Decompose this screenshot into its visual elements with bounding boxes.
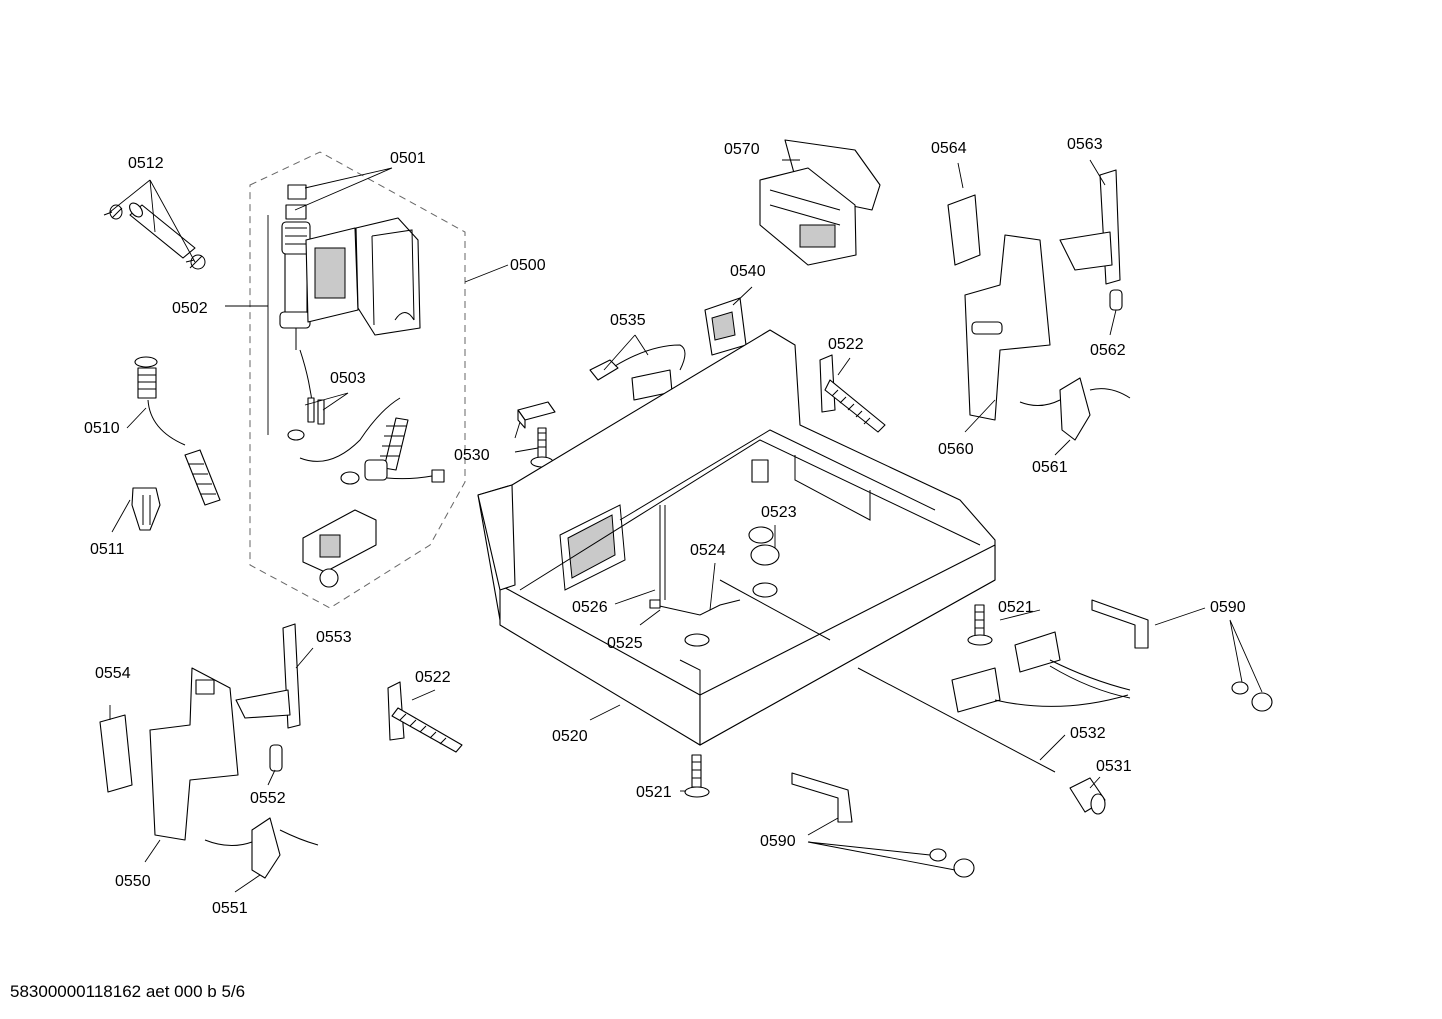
part-assembly-bracket (302, 509, 377, 588)
label-0503: 0503 (330, 370, 366, 387)
label-0561: 0561 (1032, 459, 1068, 476)
part-0550-bracket (149, 667, 239, 841)
part-0590-rail-bottom (791, 772, 853, 823)
label-0501: 0501 (390, 150, 426, 167)
part-0532-rod (857, 667, 1056, 773)
label-0523: 0523 (761, 504, 797, 521)
part-0540-module (704, 297, 747, 356)
part-0561-hinge (1019, 377, 1131, 441)
label-0532: 0532 (1070, 725, 1106, 742)
label-0553: 0553 (316, 629, 352, 646)
part-0512-hose-with-clamps (103, 202, 206, 270)
part-0570-control-module (759, 139, 881, 266)
part-0553-bracket (235, 623, 301, 729)
assembly-0500-outline (249, 151, 466, 609)
part-0521-screw-right (967, 604, 993, 646)
label-0525: 0525 (607, 635, 643, 652)
label-0562: 0562 (1090, 342, 1126, 359)
label-0520: 0520 (552, 728, 588, 745)
part-wiring-harness (951, 631, 1131, 713)
part-0500-valve-cover (355, 217, 421, 336)
part-drain-hose (299, 397, 445, 485)
part-0520-base-tub (477, 329, 996, 746)
label-0560: 0560 (938, 441, 974, 458)
label-0564: 0564 (931, 140, 967, 157)
part-0563-bracket (1059, 169, 1121, 285)
label-0551: 0551 (212, 900, 248, 917)
part-0590-rail-right (1091, 599, 1149, 649)
part-screw-0530 (530, 427, 554, 468)
part-0552-clip (269, 744, 283, 772)
part-0525-float (684, 633, 710, 647)
part-0511-clip (131, 487, 161, 531)
part-0523-seal (748, 526, 780, 598)
label-0522-left: 0522 (415, 669, 451, 686)
part-0531-knob (1069, 777, 1106, 815)
part-0554-cover (99, 714, 133, 793)
footer-document-code: 58300000118162 aet 000 b 5/6 (10, 982, 245, 1001)
label-0530: 0530 (454, 447, 490, 464)
label-0590-right: 0590 (1210, 599, 1246, 616)
part-0510-corrugated-hose (134, 356, 221, 506)
part-0562-clip (1109, 289, 1123, 311)
label-0521-right: 0521 (998, 599, 1034, 616)
label-0524: 0524 (690, 542, 726, 559)
part-0502-inlet-valve (279, 184, 359, 350)
label-0590-bottom: 0590 (760, 833, 796, 850)
part-0530-switch (517, 401, 556, 429)
label-0511: 0511 (90, 541, 125, 558)
label-0563: 0563 (1067, 136, 1103, 153)
part-0526-pipe (719, 579, 831, 641)
label-0522-right: 0522 (828, 336, 864, 353)
part-0522-hinge-spring-left (387, 681, 463, 753)
label-0510: 0510 (84, 420, 120, 437)
part-0590-screw-cap-bottom (929, 848, 975, 878)
label-0526: 0526 (572, 599, 608, 616)
label-0500: 0500 (510, 257, 546, 274)
label-0550: 0550 (115, 873, 151, 890)
label-0570: 0570 (724, 141, 760, 158)
label-0521-bottom: 0521 (636, 784, 672, 801)
label-0502: 0502 (172, 300, 208, 317)
label-0512: 0512 (128, 155, 164, 172)
label-0535: 0535 (610, 312, 646, 329)
label-0531: 0531 (1096, 758, 1132, 775)
part-0551-hinge (204, 817, 319, 879)
part-0503-wires (287, 349, 325, 441)
part-0560-bracket (964, 234, 1051, 421)
label-0552: 0552 (250, 790, 286, 807)
label-0554: 0554 (95, 665, 131, 682)
part-0564-cover (947, 194, 981, 266)
label-0540: 0540 (730, 263, 766, 280)
part-0590-screw-cap-right (1231, 681, 1273, 712)
part-0521-screw-bottom (684, 754, 710, 798)
part-0522-hinge-spring-right (819, 354, 886, 433)
leader-lines (109, 159, 1263, 893)
